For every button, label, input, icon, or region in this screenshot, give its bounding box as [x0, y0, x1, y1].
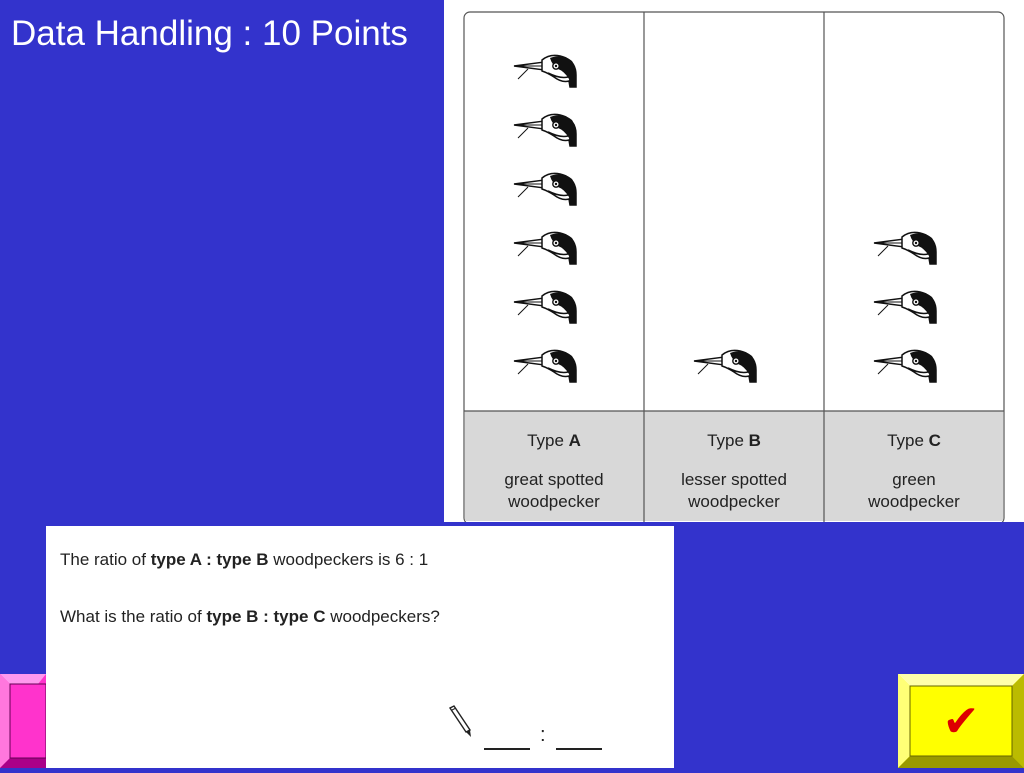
previous-button[interactable]	[0, 674, 47, 768]
species-name-line: woodpecker	[687, 492, 780, 511]
ratio-label-bold: type B : type C	[206, 607, 326, 626]
label-band	[465, 411, 1003, 521]
answer-blank-b[interactable]	[484, 748, 530, 750]
checkmark-icon: ✔	[942, 695, 980, 747]
check-answer-button[interactable]: ✔	[898, 674, 1024, 768]
species-name-line: great spotted	[504, 470, 603, 489]
bevel-button-shape	[898, 674, 1024, 768]
question-card: The ratio of type A : type B woodpeckers…	[46, 526, 674, 768]
type-label: Type A	[527, 431, 581, 450]
species-name-line: woodpecker	[507, 492, 600, 511]
answer-blank-c[interactable]	[556, 748, 602, 750]
text-span: woodpeckers?	[325, 607, 440, 626]
ratio-value: 6 : 1	[395, 550, 429, 569]
pencil-icon	[448, 705, 472, 737]
text-span: woodpeckers is	[268, 550, 396, 569]
answer-separator: :	[540, 724, 546, 746]
slide-title: Data Handling : 10 Points	[11, 14, 408, 53]
text-span: What is the ratio of	[60, 607, 207, 626]
ratio-label-bold: type A : type B	[150, 550, 269, 569]
species-name-line: lesser spotted	[681, 470, 787, 489]
answer-row: :	[446, 704, 666, 764]
species-name-line: woodpecker	[867, 492, 960, 511]
type-label: Type C	[887, 431, 941, 450]
pictogram-panel: Type A great spotted woodpecker Type B lesse…	[444, 0, 1024, 522]
text-span: The ratio of	[60, 550, 151, 569]
question-statement: The ratio of type A : type B woodpeckers…	[60, 550, 428, 570]
question-prompt: What is the ratio of type B : type C woo…	[60, 607, 440, 627]
bevel-button-shape	[0, 674, 47, 768]
species-name-line: green	[892, 470, 935, 489]
pictogram-chart: Type A great spotted woodpecker Type B lesse…	[463, 11, 1005, 522]
type-label: Type B	[707, 431, 761, 450]
chart-border	[463, 11, 1005, 522]
